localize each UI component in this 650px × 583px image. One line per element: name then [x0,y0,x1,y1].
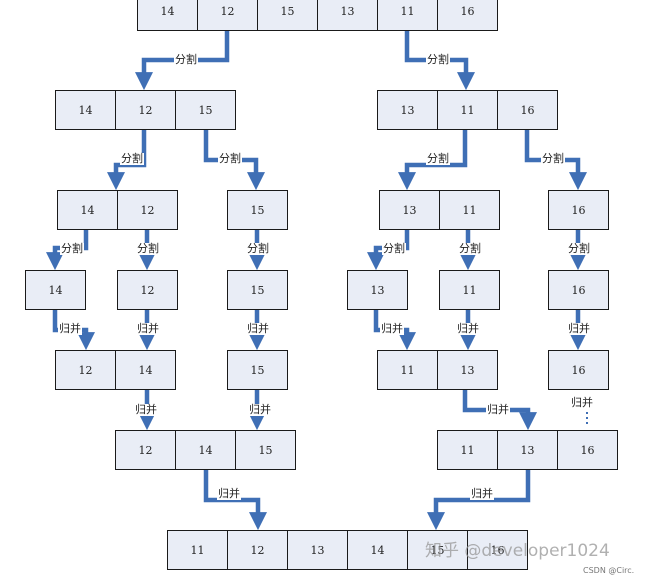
merge-label: 归并 [567,322,591,335]
row2-cell: 14 [57,190,118,230]
row1-right-cell: 11 [437,90,498,130]
row0-cell: 14 [137,0,198,31]
merge-label: 归并 [570,396,594,409]
row6-cell: 15 [407,530,468,570]
row6-cell: 12 [227,530,288,570]
split-label: 分割 [382,242,406,255]
split-label: 分割 [458,242,482,255]
row5-right-cell: 16 [557,430,618,470]
merge-label: 归并 [456,322,480,335]
row6-cell: 16 [467,530,528,570]
merge-label: 归并 [134,403,158,416]
row5-right-cell: 13 [497,430,558,470]
merge-label: 归并 [248,403,272,416]
row3-cell: 12 [117,270,178,310]
row3-cell: 13 [347,270,408,310]
row2-cell: 15 [227,190,288,230]
row1-right-cell: 16 [497,90,558,130]
row5-left-cell: 15 [235,430,296,470]
row1-left-cell: 15 [175,90,236,130]
row4-cell: 13 [437,350,498,390]
row3-cell: 15 [227,270,288,310]
watermark-text: 知乎 @developer1024 [425,541,610,561]
row4-cell: 11 [377,350,438,390]
row4-cell: 16 [548,350,609,390]
split-label: 分割 [218,152,242,165]
row0-cell: 15 [257,0,318,31]
row3-cell: 16 [548,270,609,310]
connector-arrow [107,130,147,191]
row5-right-cell: 11 [437,430,498,470]
row1-left-cell: 12 [115,90,176,130]
row6-cell: 11 [167,530,228,570]
merge-label: 归并 [470,487,494,500]
row4-cell: 14 [115,350,176,390]
connector-arrow [427,470,531,531]
row3-cell: 14 [25,270,86,310]
split-label: 分割 [120,152,144,165]
connector-arrow [203,470,267,531]
row2-cell: 11 [439,190,500,230]
credit-text: CSDN @Circ. [583,566,635,575]
row4-cell: 15 [227,350,288,390]
row2-cell: 12 [117,190,178,230]
row1-right-cell: 13 [377,90,438,130]
row2-cell: 13 [379,190,440,230]
row5-left-cell: 12 [115,430,176,470]
row4-cell: 12 [55,350,116,390]
row6-cell: 13 [287,530,348,570]
split-label: 分割 [426,53,450,66]
split-label: 分割 [541,152,565,165]
row3-cell: 11 [439,270,500,310]
row2-cell: 16 [548,190,609,230]
connector-arrow [398,130,468,191]
row0-cell: 11 [377,0,438,31]
merge-label: 归并 [486,403,510,416]
row6-cell: 14 [347,530,408,570]
split-label: 分割 [246,242,270,255]
split-label: 分割 [174,53,198,66]
merge-label: 归并 [246,322,270,335]
row1-left-cell: 14 [55,90,116,130]
row5-left-cell: 14 [175,430,236,470]
split-label: 分割 [426,152,450,165]
row0-cell: 13 [317,0,378,31]
merge-label: 归并 [380,322,404,335]
row0-cell: 12 [197,0,258,31]
split-label: 分割 [60,242,84,255]
merge-label: 归并 [217,487,241,500]
row0-cell: 16 [437,0,498,31]
split-label: 分割 [567,242,591,255]
merge-label: 归并 [58,322,82,335]
split-label: 分割 [136,242,160,255]
merge-label: 归并 [136,322,160,335]
